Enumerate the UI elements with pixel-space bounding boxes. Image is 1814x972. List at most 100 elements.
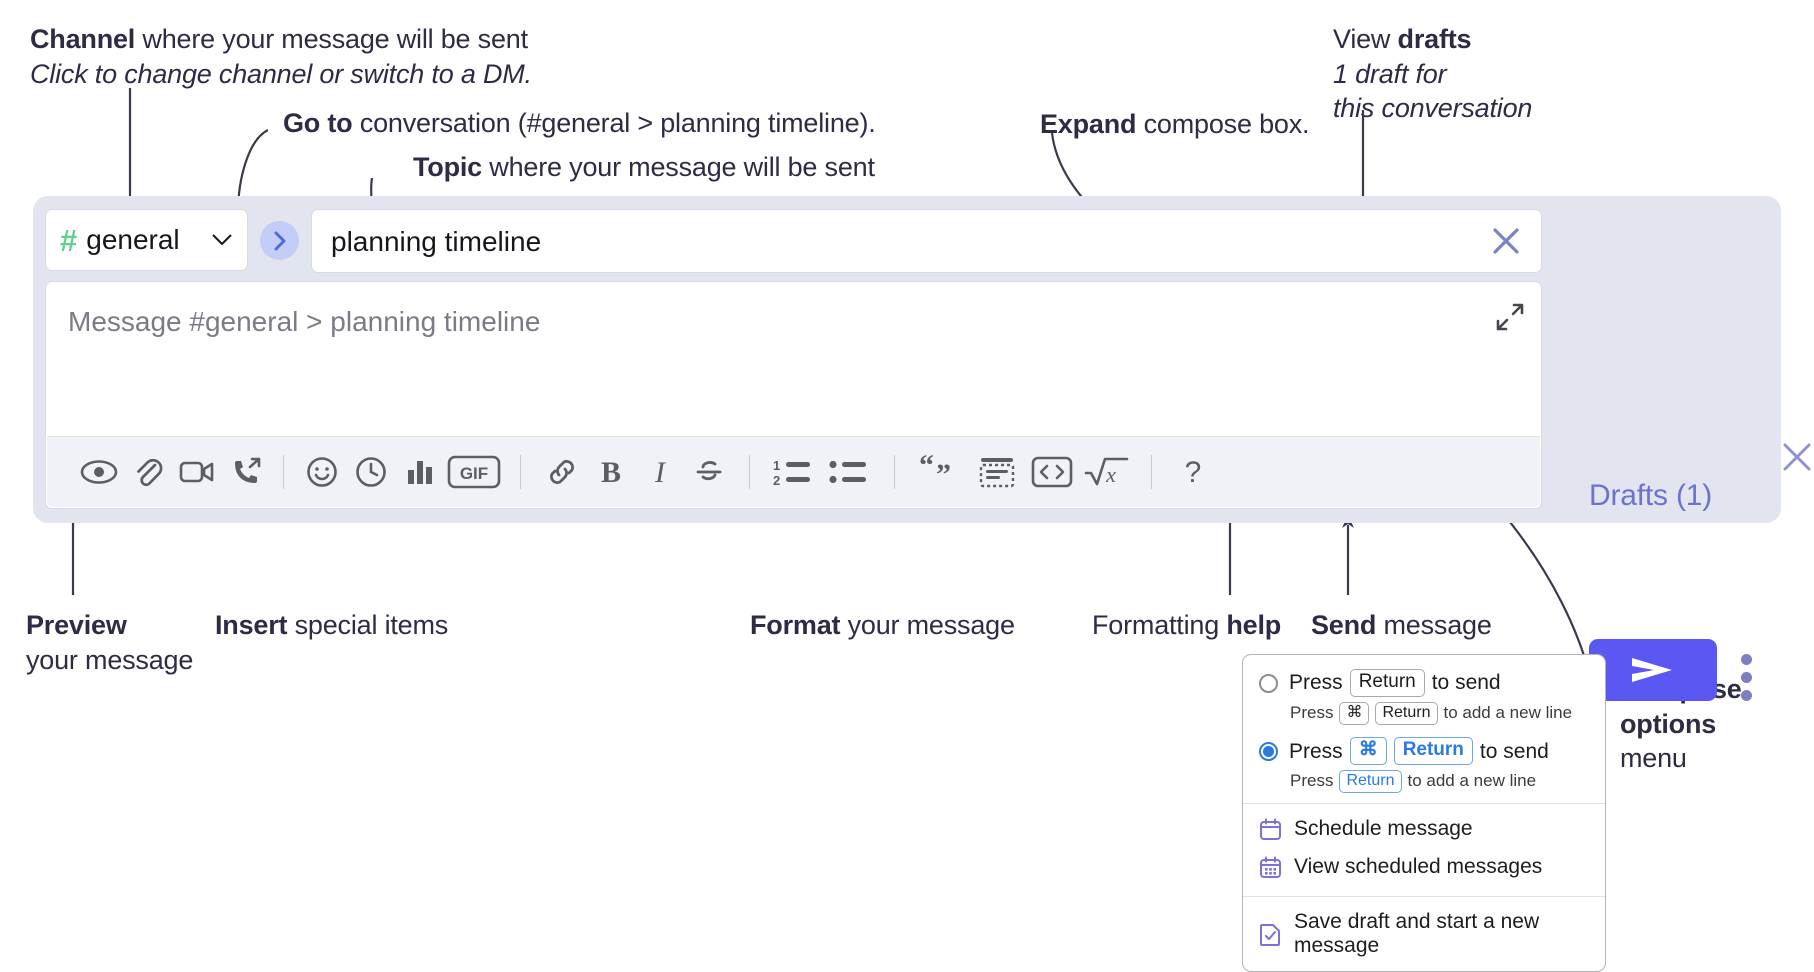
- annotation-channel-italic: Click to change channel or switch to a D…: [30, 58, 532, 89]
- option1-sub-post: to add a new line: [1443, 703, 1573, 723]
- kebab-dot: [1741, 690, 1752, 701]
- go-to-conversation-button[interactable]: [260, 221, 299, 260]
- svg-text:2: 2: [773, 473, 780, 488]
- key-return: Return: [1393, 737, 1473, 766]
- compose-header-row: # general planning timeline: [45, 209, 1542, 273]
- annotation-topic-rest: where your message will be sent: [482, 152, 875, 182]
- preview-icon[interactable]: [74, 448, 123, 497]
- annotation-help-plain: Formatting: [1092, 610, 1227, 640]
- calendar-grid-icon: [1259, 856, 1282, 879]
- menu-item-save-draft[interactable]: Save draft and start a new message: [1243, 903, 1605, 965]
- annotation-goto: Go to conversation (#general > planning …: [283, 106, 876, 141]
- bulleted-list-icon[interactable]: [822, 448, 878, 497]
- annotation-drafts-italic-2: this conversation: [1333, 93, 1533, 124]
- menu-item-label: View scheduled messages: [1294, 855, 1543, 879]
- option2-sub-post: to add a new line: [1407, 771, 1537, 791]
- menu-item-schedule-message[interactable]: Schedule message: [1243, 810, 1605, 848]
- menu-item-label: Save draft and start a new message: [1294, 910, 1540, 958]
- svg-text:GIF: GIF: [460, 464, 488, 483]
- radio-unselected-icon[interactable]: [1259, 674, 1278, 693]
- key-return: Return: [1339, 770, 1402, 794]
- toolbar-separator: [520, 455, 521, 489]
- strikethrough-icon[interactable]: [684, 448, 733, 497]
- menu-item-view-scheduled[interactable]: View scheduled messages: [1243, 848, 1605, 886]
- compose-inner: # general planning timeline Message #gen…: [45, 209, 1542, 509]
- svg-text:x: x: [1105, 462, 1116, 487]
- kebab-dot: [1741, 672, 1752, 683]
- annotation-expand-bold: Expand: [1040, 109, 1137, 139]
- annotation-drafts-prefix: View: [1333, 24, 1398, 54]
- key-return: Return: [1375, 701, 1438, 726]
- video-icon[interactable]: [172, 448, 221, 497]
- annotation-expand: Expand compose box.: [1040, 107, 1310, 142]
- annotation-channel-bold: Channel: [30, 24, 136, 54]
- expand-icon[interactable]: [1495, 302, 1525, 332]
- annotation-channel: Channel where your message will be sent …: [30, 22, 532, 91]
- drafts-link[interactable]: Drafts (1): [1589, 479, 1713, 512]
- chevron-down-icon: [211, 233, 233, 247]
- phone-forward-icon[interactable]: [221, 448, 270, 497]
- send-option-return-sub: Press ⌘ Return to add a new line: [1290, 701, 1605, 726]
- help-icon[interactable]: ?: [1168, 448, 1217, 497]
- annotation-topic: Topic where your message will be sent: [413, 150, 875, 185]
- send-button[interactable]: [1589, 639, 1717, 701]
- save-draft-icon: [1259, 923, 1282, 946]
- send-option-return[interactable]: Press Return to send: [1243, 655, 1605, 697]
- option2-pre: Press: [1289, 739, 1343, 763]
- code-block-icon[interactable]: [969, 448, 1025, 497]
- annotation-insert-bold: Insert: [215, 610, 288, 640]
- message-input-box[interactable]: Message #general > planning timeline: [45, 281, 1542, 509]
- compose-options-button[interactable]: [1741, 654, 1752, 701]
- annotation-compose-options-3: menu: [1620, 743, 1687, 774]
- toolbar-separator: [1151, 455, 1152, 489]
- emoji-icon[interactable]: [297, 448, 346, 497]
- annotation-goto-rest: conversation (#general > planning timeli…: [352, 108, 876, 138]
- bold-icon[interactable]: B: [586, 448, 635, 497]
- key-command: ⌘: [1339, 701, 1370, 726]
- attachment-icon[interactable]: [123, 448, 172, 497]
- annotation-format-rest: your message: [840, 610, 1015, 640]
- annotation-compose-options-2: options: [1620, 708, 1717, 739]
- topic-field[interactable]: planning timeline: [311, 209, 1542, 273]
- gif-icon[interactable]: GIF: [444, 448, 504, 497]
- latex-icon[interactable]: x: [1079, 448, 1135, 497]
- channel-selector[interactable]: # general: [45, 209, 248, 271]
- annotation-drafts-italic-1: 1 draft for: [1333, 58, 1447, 89]
- italic-icon[interactable]: I: [635, 448, 684, 497]
- annotation-expand-rest: compose box.: [1136, 109, 1310, 139]
- svg-text:B: B: [600, 456, 620, 489]
- annotation-format: Format your message: [750, 608, 1015, 643]
- option2-sub-pre: Press: [1290, 771, 1334, 791]
- svg-text:1: 1: [773, 458, 780, 473]
- link-icon[interactable]: [537, 448, 586, 497]
- send-option-cmd-return[interactable]: Press ⌘ Return to send: [1243, 725, 1605, 766]
- inline-code-icon[interactable]: [1025, 448, 1079, 497]
- toolbar-separator: [894, 455, 895, 489]
- compose-options-menu: Press Return to send Press ⌘ Return to a…: [1242, 654, 1606, 972]
- menu-item-label: Schedule message: [1294, 817, 1473, 841]
- send-option-cmd-return-sub: Press Return to add a new line: [1290, 770, 1605, 794]
- svg-text:I: I: [654, 456, 667, 489]
- clock-icon[interactable]: [346, 448, 395, 497]
- annotation-preview-bold: Preview: [26, 610, 127, 640]
- channel-name: general: [86, 224, 180, 255]
- kebab-dot: [1741, 654, 1752, 665]
- close-icon[interactable]: [1489, 224, 1523, 258]
- poll-icon[interactable]: [395, 448, 444, 497]
- menu-divider: [1243, 803, 1605, 805]
- close-panel-button[interactable]: [1780, 440, 1814, 474]
- annotation-insert-rest: special items: [287, 610, 449, 640]
- option1-post: to send: [1431, 671, 1501, 695]
- blockquote-icon[interactable]: “”: [911, 448, 969, 497]
- annotation-preview-rest: your message: [26, 644, 194, 675]
- option1-pre: Press: [1289, 671, 1343, 695]
- annotation-drafts: View drafts 1 draft for this conversatio…: [1333, 22, 1532, 126]
- annotation-help-bold: help: [1226, 610, 1282, 640]
- key-command: ⌘: [1349, 737, 1387, 766]
- key-return: Return: [1349, 669, 1425, 697]
- annotation-channel-rest: where your message will be sent: [135, 24, 528, 54]
- radio-selected-icon[interactable]: [1259, 742, 1278, 762]
- calendar-schedule-icon: [1259, 818, 1282, 841]
